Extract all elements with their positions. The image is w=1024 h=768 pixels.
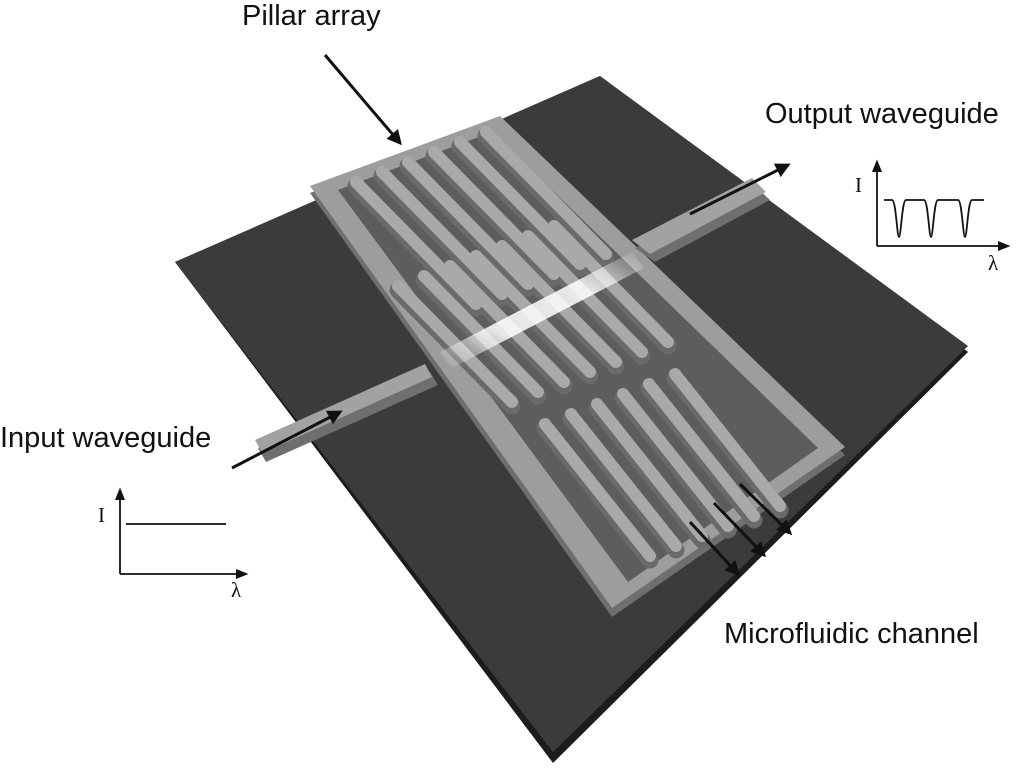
input-light-arrow (231, 410, 343, 470)
flow-arrow (738, 482, 793, 536)
output-intensity-axis-label: I (855, 173, 862, 197)
output-waveguide-label: Output waveguide (765, 98, 999, 130)
output-waveguide-strip (632, 178, 770, 262)
microfluidic-channel-label: Microfluidic channel (724, 618, 979, 650)
input-waveguide-strip (255, 364, 438, 462)
pillar-array-label: Pillar array (242, 0, 381, 32)
output-spectrum-trace (884, 199, 984, 238)
guided-light-band (440, 252, 644, 368)
callout-arrows (231, 54, 793, 577)
pillar-array-arrow (323, 54, 402, 146)
flow-arrow (688, 520, 741, 577)
flow-arrow (712, 501, 767, 558)
input-intensity-axis-label: I (98, 503, 105, 527)
pillar-array (347, 126, 789, 569)
input-wavelength-axis-label: λ (231, 578, 242, 602)
input-spectrum-plot (114, 487, 249, 580)
output-light-arrow (689, 163, 791, 216)
output-wavelength-axis-label: λ (988, 251, 999, 275)
output-spectrum-plot (871, 159, 1011, 252)
input-waveguide-label: Input waveguide (0, 422, 212, 454)
